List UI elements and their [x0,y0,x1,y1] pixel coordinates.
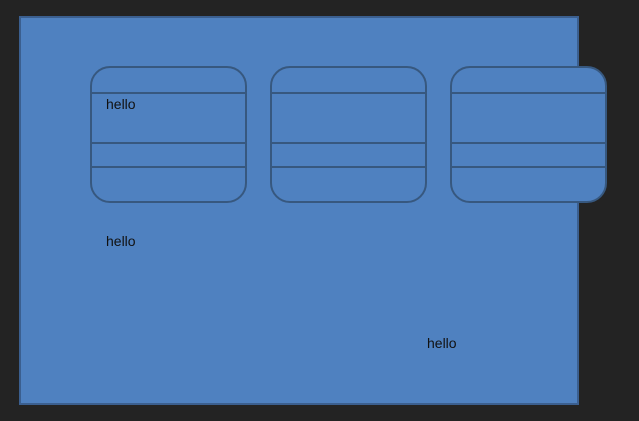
table-card-3[interactable] [450,66,607,203]
card-row-divider [272,142,425,144]
card-row-divider [272,92,425,94]
card-row-divider [452,92,605,94]
card-row-divider [92,166,245,168]
card-row-divider [92,142,245,144]
hello-label-3: hello [427,335,457,351]
card-row-divider [452,142,605,144]
card-row-divider [92,92,245,94]
card-row-divider [452,166,605,168]
table-card-2[interactable] [270,66,427,203]
hello-label-2: hello [106,233,136,249]
card-row-divider [272,166,425,168]
hello-label-1: hello [106,96,136,112]
table-card-1[interactable] [90,66,247,203]
